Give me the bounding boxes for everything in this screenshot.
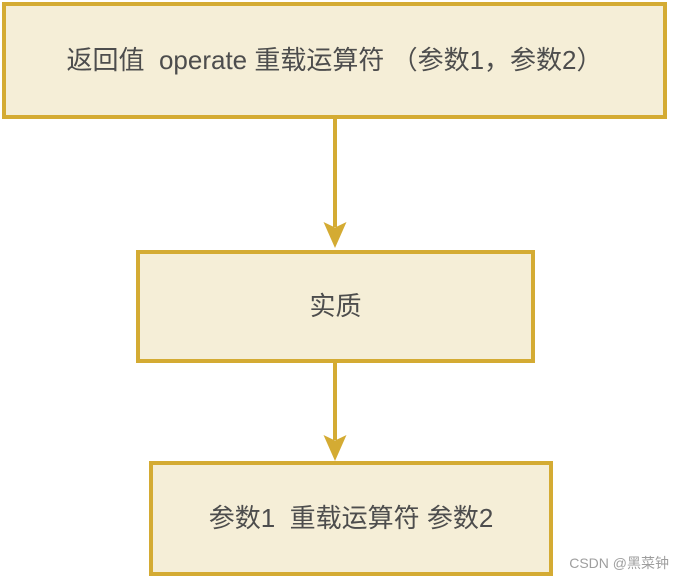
flow-node-essence: 实质: [136, 250, 535, 363]
flow-node-essence-label: 实质: [309, 290, 362, 321]
down-arrow-connector-1: [323, 119, 347, 248]
flow-node-expression: 参数1 重载运算符 参数2: [149, 461, 553, 576]
flow-node-expression-label: 参数1 重载运算符 参数2: [208, 502, 494, 533]
flow-node-signature-label: 返回值 operate 重载运算符 （参数1，参数2）: [66, 44, 603, 75]
watermark: CSDN @黑菜钟: [569, 555, 669, 571]
flow-node-signature: 返回值 operate 重载运算符 （参数1，参数2）: [2, 2, 667, 119]
down-arrow-connector-2: [323, 363, 347, 461]
